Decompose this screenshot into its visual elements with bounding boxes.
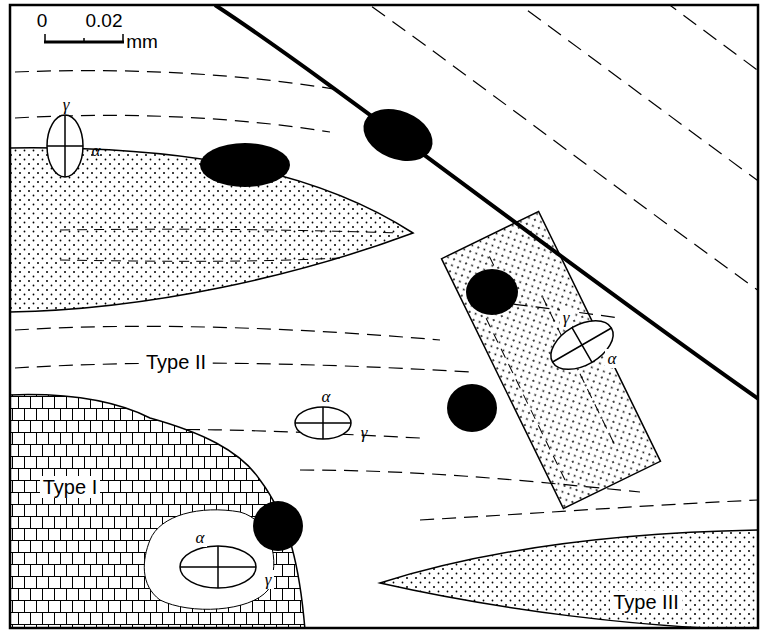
scale-number: 0 — [37, 11, 48, 30]
frame — [10, 5, 758, 628]
axis-symbol: α — [605, 349, 620, 368]
dotted-lamella — [442, 211, 661, 508]
axis-symbol: α — [193, 528, 208, 547]
axis-symbol: γ — [63, 96, 70, 113]
axis-symbol: γ — [262, 570, 275, 589]
axis-symbol: γ — [560, 308, 573, 327]
dotted-lamella — [380, 530, 758, 628]
type-label: Type III — [610, 591, 682, 613]
scale-bar — [44, 34, 124, 43]
scale-number: 0.02 — [86, 11, 123, 30]
type-label: Type II — [143, 351, 209, 373]
scale-unit: mm — [126, 32, 158, 51]
axis-symbol: γ — [361, 424, 368, 441]
axis-symbol: α — [92, 142, 101, 159]
opaque-inclusion — [200, 99, 518, 551]
cellular-region — [10, 395, 305, 628]
axis-symbol: α — [322, 388, 331, 405]
type-label: Type I — [40, 476, 100, 498]
indicatrix-ellipse — [47, 115, 621, 588]
